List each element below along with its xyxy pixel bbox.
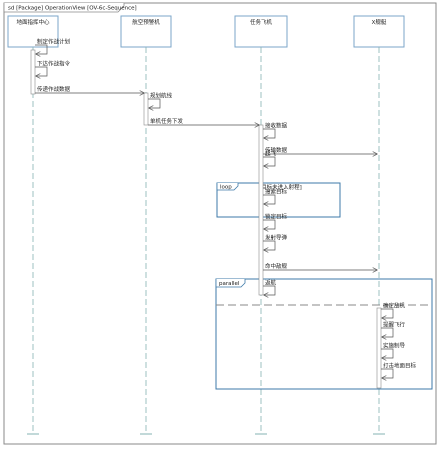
lifeline-uav-label: 任务飞机 [250, 18, 273, 26]
message-m2: 下达作战指令 [35, 60, 71, 77]
message-arrow [35, 44, 48, 54]
message-m8: 起飞 [263, 151, 277, 167]
parallel-operator: parallel [219, 281, 240, 287]
message-m10: 锁定目标 [263, 213, 288, 230]
message-label: 下达作战指令 [37, 60, 71, 68]
message-m5: 单机任务下发 [148, 117, 259, 125]
activation-x [376, 307, 382, 389]
message-m11: 发射导弹 [263, 234, 288, 251]
message-m17: 打击地面目标 [381, 362, 417, 379]
diagram-frame [3, 2, 437, 445]
lifeline-aew: 航空预警机 [120, 15, 172, 435]
message-label: 发射导弹 [265, 234, 288, 242]
message-m12: 命中敌舰 [263, 262, 377, 270]
message-m7: 传输数据 [263, 146, 377, 154]
lifeline-command-label: 地面指挥中心 [16, 18, 50, 26]
message-arrow [263, 194, 276, 204]
message-arrow [381, 327, 394, 337]
message-m3: 传递作战数据 [35, 85, 144, 93]
lifeline-x-label: X舰艇 [372, 18, 387, 26]
message-label: 确定敌机 [383, 302, 406, 310]
activation-aew [143, 92, 149, 126]
message-m16: 实施制导 [381, 342, 406, 359]
message-arrow [263, 240, 276, 250]
message-arrow [381, 368, 394, 378]
message-m15: 提醒飞行 [381, 321, 406, 338]
frame-label: sd [Package] OperationView [OV-6c-Sequen… [8, 6, 137, 12]
message-arrow [381, 308, 394, 318]
activation-command [30, 49, 36, 95]
frame-label-tab [3, 3, 125, 13]
message-arrow [263, 219, 276, 229]
message-label: 规划航线 [150, 92, 173, 100]
lifeline-command: 地面指挥中心 [7, 15, 59, 435]
message-arrow [35, 66, 48, 76]
loop-fragment: loop [目标未进入射程] [216, 182, 341, 218]
activation-uav [258, 124, 264, 296]
message-arrow [148, 98, 161, 108]
loop-guard: [目标未进入射程] [259, 183, 302, 191]
message-arrow [263, 285, 276, 295]
message-m13: 返航 [263, 279, 277, 296]
message-arrow [381, 348, 394, 358]
lifeline-aew-label: 航空预警机 [132, 18, 160, 26]
message-m9: 搜索目标 [263, 188, 288, 205]
message-label: 命中敌舰 [265, 262, 288, 270]
loop-operator: loop [220, 185, 232, 191]
messages-layer: 制定作战计划下达作战指令传递作战数据规划航线单机任务下发接收数据传输数据起飞搜索… [35, 38, 417, 379]
message-label: 打击地面目标 [383, 362, 417, 370]
message-label: 起飞 [265, 151, 277, 158]
message-m6: 接收数据 [263, 122, 288, 139]
message-arrow [263, 156, 276, 166]
message-arrow [263, 128, 276, 138]
message-label: 传输数据 [265, 146, 288, 154]
message-label: 锁定目标 [265, 213, 288, 221]
message-label: 制定作战计划 [37, 38, 70, 46]
message-label: 单机任务下发 [150, 117, 184, 125]
lifeline-x: X舰艇 [353, 15, 405, 435]
message-m1: 制定作战计划 [35, 38, 70, 55]
message-m4: 规划航线 [148, 92, 173, 109]
message-label: 接收数据 [265, 122, 288, 130]
message-m14: 确定敌机 [381, 302, 406, 319]
parallel-fragment: parallel [215, 278, 433, 390]
message-label: 提醒飞行 [383, 321, 406, 329]
message-label: 传递作战数据 [37, 85, 71, 93]
message-label: 搜索目标 [265, 188, 288, 196]
message-label: 返航 [265, 279, 277, 287]
message-label: 实施制导 [383, 342, 406, 350]
